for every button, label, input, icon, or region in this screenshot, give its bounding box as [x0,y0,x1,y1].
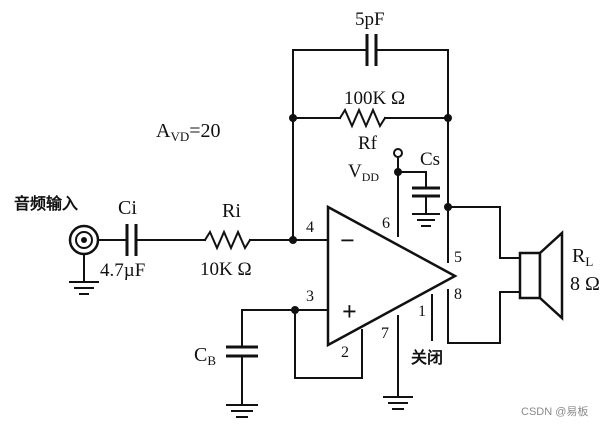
label-load-value: 8 Ω [570,273,600,295]
label-gain: AVD=20 [156,120,221,144]
pin-number-7: 7 [381,325,389,342]
audio-input-jack-inner [75,231,93,249]
resistor-ri [203,229,252,251]
watermark: CSDN @易板 [521,404,588,418]
pin-number-1: 1 [418,303,426,320]
junction-rf-right [444,114,452,122]
label-ri-value: 10K Ω [200,259,252,280]
label-cs: Cs [420,149,440,170]
input-stage [68,224,329,295]
lower-pins [383,294,433,410]
label-ci-value: 4.7µF [100,260,145,281]
pin-number-4: 4 [306,219,314,236]
pin-number-8: 8 [454,286,462,303]
label-vdd: VDD [348,161,379,184]
speaker-magnet [518,251,542,300]
wire-speaker-minus [447,289,521,344]
label-rf-name: Rf [358,133,378,154]
wire-vdd-cs [397,171,427,187]
label-rf-value: 100K Ω [344,88,405,109]
supply-network [393,148,440,237]
op-amp-triangle [326,204,458,348]
label-load-name: RL [572,245,593,269]
wire-feedback-right [377,49,449,208]
pin-number-6: 6 [382,215,390,232]
label-shutdown: 关闭 [411,348,443,367]
pin-number-3: 3 [306,288,314,305]
junction-inverting-input [289,236,297,244]
output-network [444,203,564,344]
label-audio-input: 音频输入 [14,194,78,213]
wire-noninverting-cb [241,309,329,346]
opamp-minus-sign: − [340,226,355,255]
op-amp [326,204,458,348]
label-ri-name: Ri [222,200,241,222]
opamp-plus-sign: + [342,297,357,326]
wire-feedback-left [292,49,366,241]
audio-input-jack-center [81,237,87,243]
wire-pin3-pin2 [294,309,363,379]
pin-number-2: 2 [341,344,349,361]
label-ci-name: Ci [118,197,137,219]
label-cb: CB [194,344,216,368]
junction-rf-left [289,114,297,122]
resistor-rf [338,107,387,129]
wire-speaker-plus [447,206,521,259]
vdd-terminal-icon [393,148,403,158]
pin-number-5: 5 [454,249,462,266]
feedback-network [289,34,452,241]
speaker-icon [538,230,564,321]
bypass-network [226,306,363,418]
label-cap-5pf: 5pF [355,9,385,30]
